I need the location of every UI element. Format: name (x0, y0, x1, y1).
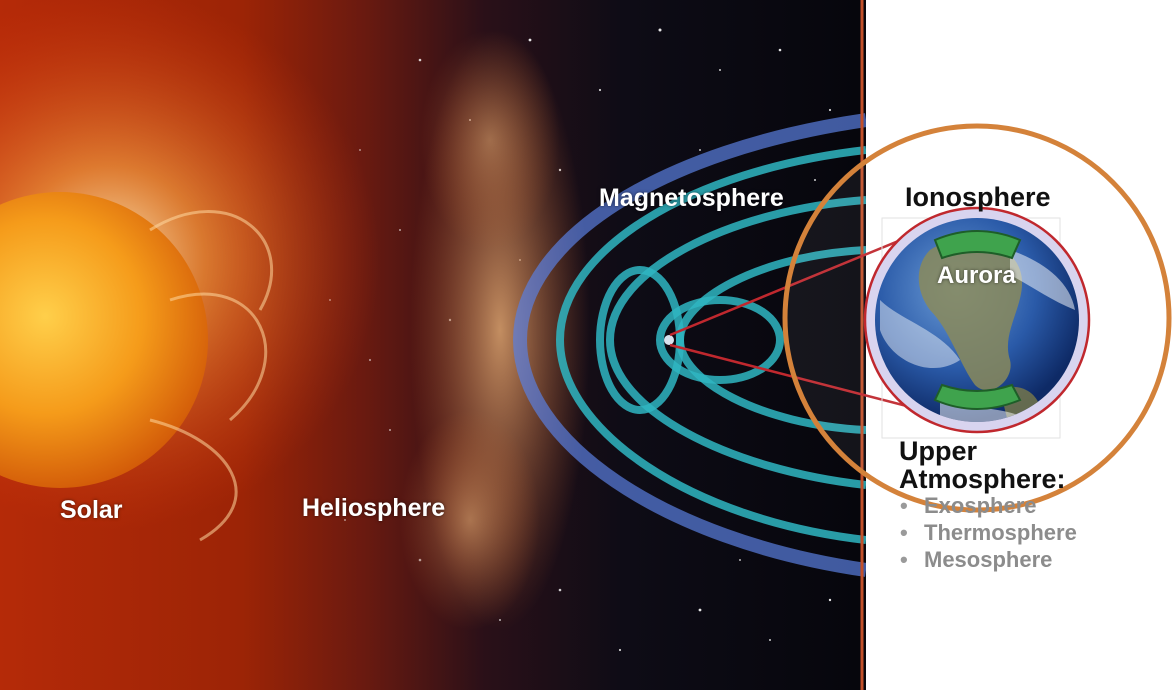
aurora-band-north (933, 230, 1022, 260)
background-panel (0, 0, 866, 690)
solar-label: Solar (60, 496, 123, 524)
earth-dot (664, 335, 674, 345)
list-item: •Exosphere (900, 493, 1037, 518)
upper-atmosphere-label-line2: Atmosphere: (899, 464, 1066, 494)
list-item: •Thermosphere (900, 520, 1077, 545)
aurora-band-south (933, 383, 1022, 410)
zoom-pointer-lines (669, 226, 931, 414)
list-item: •Mesosphere (900, 547, 1053, 572)
layer-name: Exosphere (924, 493, 1037, 518)
layer-name: Mesosphere (924, 547, 1053, 572)
earth-land (880, 239, 1075, 422)
layer-name: Thermosphere (924, 520, 1077, 545)
atmosphere-layer-list: •Exosphere •Thermosphere •Mesosphere (900, 492, 1077, 573)
upper-atmosphere-label-line1: Upper (899, 436, 978, 466)
magnetosphere-label: Magnetosphere (599, 184, 784, 212)
sun (0, 192, 208, 488)
sun-flares (149, 210, 273, 542)
aurora-label: Aurora (937, 262, 1016, 289)
magnetosphere-field-lines (512, 113, 866, 577)
heliosphere-label: Heliosphere (302, 494, 446, 522)
ionosphere-label: Ionosphere (905, 182, 1051, 212)
